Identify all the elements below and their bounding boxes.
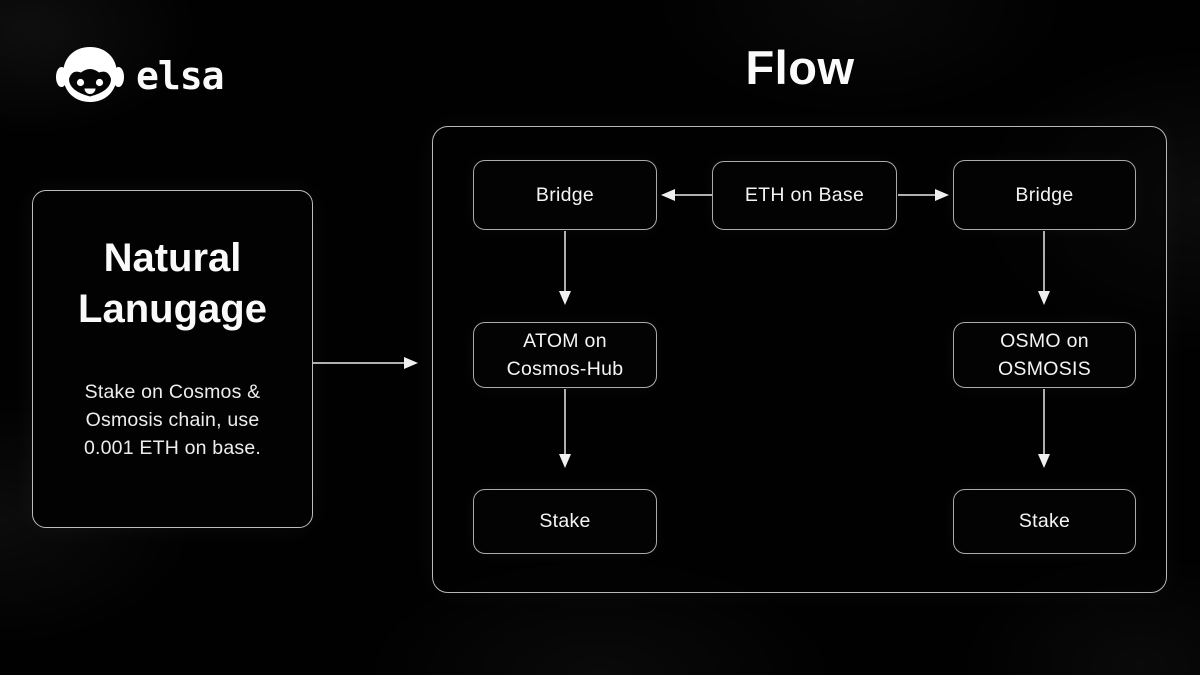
node-osmo-on-osmosis: OSMO on OSMOSIS (953, 322, 1136, 388)
node-stake-left: Stake (473, 489, 657, 554)
natural-language-heading: Natural Lanugage (78, 236, 267, 332)
robot-icon (56, 47, 124, 102)
brand-name: elsa (136, 54, 225, 98)
node-stake-right: Stake (953, 489, 1136, 554)
natural-language-panel: Natural Lanugage Stake on Cosmos & Osmos… (32, 190, 313, 528)
natural-language-description: Stake on Cosmos & Osmosis chain, use 0.0… (83, 381, 262, 459)
node-atom-on-cosmos-hub: ATOM on Cosmos-Hub (473, 322, 657, 388)
node-bridge-left: Bridge (473, 160, 657, 230)
node-eth-on-base: ETH on Base (712, 161, 897, 230)
node-bridge-right: Bridge (953, 160, 1136, 230)
elsa-logo: elsa (56, 44, 225, 108)
page-title: Flow (745, 41, 855, 94)
